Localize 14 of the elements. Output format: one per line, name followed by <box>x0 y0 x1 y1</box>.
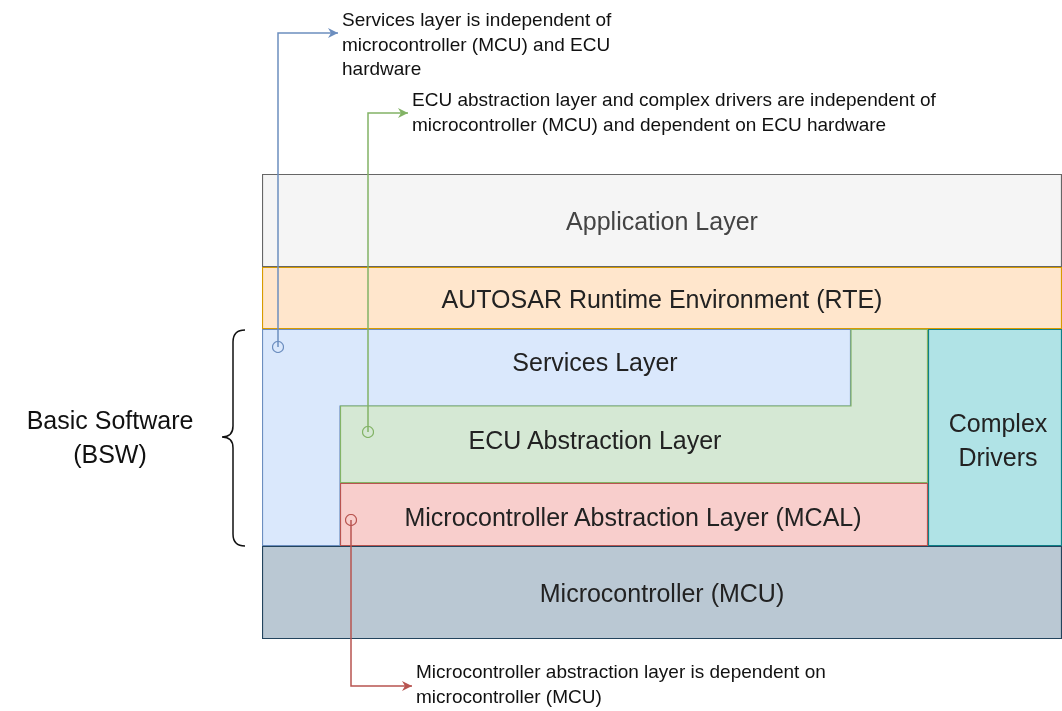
callout-text: Services layer is independent of microcontroller (MCU) and ECU hardware <box>342 8 687 83</box>
leader-line <box>271 28 339 354</box>
layer-label: Complex Drivers <box>947 408 1049 473</box>
callout-text: ECU abstraction layer and complex drivers are independent of microcontroller (MCU) and dependent on ECU hardware <box>412 88 1062 138</box>
layer-label: AUTOSAR Runtime Environment (RTE) <box>441 284 883 316</box>
leader-line <box>344 513 413 691</box>
layer-label: Microcontroller Abstraction Layer (MCAL) <box>404 502 862 534</box>
callout-text: Microcontroller abstraction layer is dependent on microcontroller (MCU) <box>416 660 886 710</box>
layer-label: ECU Abstraction Layer <box>468 425 722 457</box>
leader-line <box>361 108 409 439</box>
group-label: Basic Software (BSW) <box>25 405 195 470</box>
layer-label: Microcontroller (MCU) <box>539 578 785 610</box>
layer-label: Application Layer <box>566 206 758 238</box>
layer-label: Services Layer <box>512 347 678 379</box>
